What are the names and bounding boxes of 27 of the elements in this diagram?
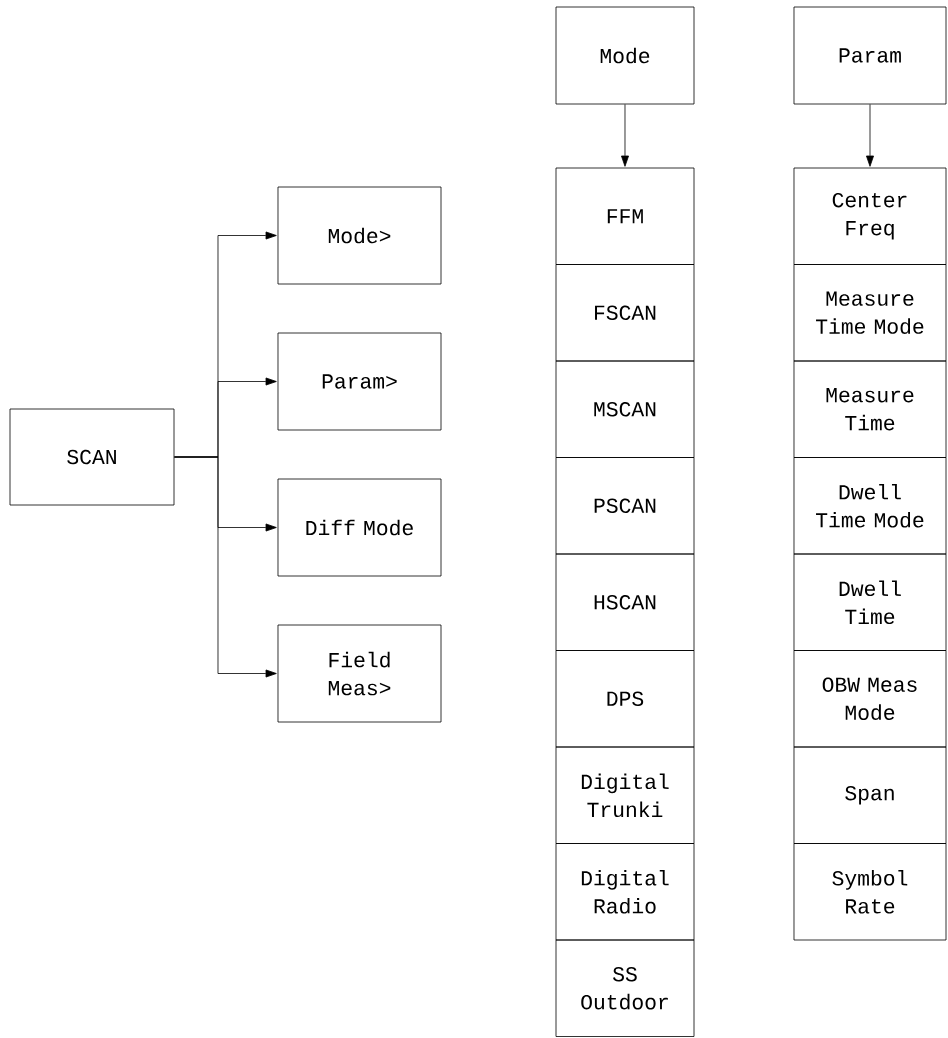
menu-cell: Measure Time Mode xyxy=(793,264,947,362)
menu-cell: Digital Radio xyxy=(555,843,695,941)
menu-box: Field Meas> xyxy=(277,624,442,723)
menu-cell: Center Freq xyxy=(793,167,947,265)
menu-cell: Dwell Time Mode xyxy=(793,457,947,555)
menu-cell: OBW Meas Mode xyxy=(793,650,947,748)
arrow xyxy=(621,104,629,167)
menu-box: Param> xyxy=(277,332,442,431)
menu-cell: Digital Trunki xyxy=(555,746,695,844)
menu-box: Param xyxy=(793,6,947,105)
arrow xyxy=(174,456,277,678)
menu-cell: Measure Time xyxy=(793,360,947,458)
menu-cell: FSCAN xyxy=(555,264,695,362)
menu-box: SCAN xyxy=(9,408,175,506)
menu-cell: MSCAN xyxy=(555,360,695,458)
menu-box: Mode xyxy=(555,6,695,105)
menu-cell: PSCAN xyxy=(555,457,695,555)
menu-cell: Span xyxy=(793,746,947,844)
menu-cell: HSCAN xyxy=(555,553,695,651)
menu-box: Diff Mode xyxy=(277,478,442,577)
arrow xyxy=(866,104,874,167)
menu-cell: SS Outdoor xyxy=(555,939,695,1037)
menu-cell: DPS xyxy=(555,650,695,748)
menu-cell: FFM xyxy=(555,167,695,265)
menu-box: Mode> xyxy=(277,186,442,285)
menu-cell: Symbol Rate xyxy=(793,843,947,941)
menu-cell: Dwell Time xyxy=(793,553,947,651)
